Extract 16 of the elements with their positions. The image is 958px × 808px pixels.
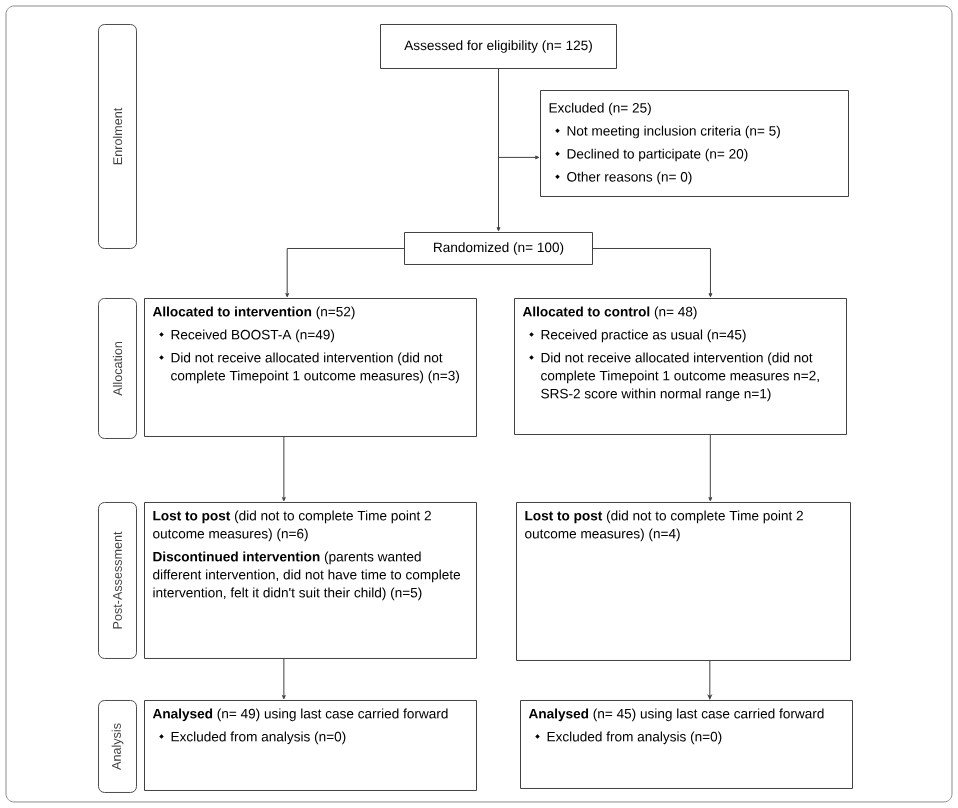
arrow [281, 658, 286, 700]
arrow [281, 436, 286, 502]
arrow [707, 660, 712, 700]
process-box [514, 298, 847, 435]
arrow [592, 248, 713, 298]
process-box [520, 700, 853, 789]
arrow [498, 68, 540, 160]
process-box [144, 502, 477, 659]
process-box [516, 502, 851, 661]
process-box [540, 90, 849, 197]
process-box [144, 700, 477, 791]
arrow [285, 248, 405, 298]
arrow [708, 434, 713, 502]
process-box [404, 232, 593, 265]
process-box [144, 298, 477, 437]
process-box [380, 24, 617, 69]
